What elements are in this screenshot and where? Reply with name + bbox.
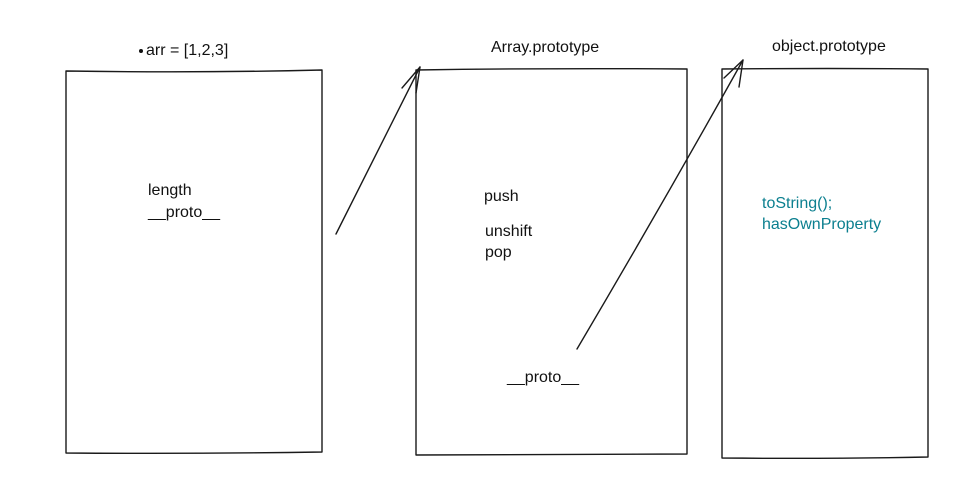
object-method-hasownproperty: hasOwnProperty (762, 216, 882, 233)
array-method-push: push (484, 188, 519, 205)
proto-arrow-instance-to-array (335, 66, 421, 235)
instance-property-proto: __proto__ (148, 204, 221, 221)
bullet-dot-icon (139, 49, 143, 53)
instance-title: arr = [1,2,3] (146, 42, 229, 59)
array-prototype-proto-label: __proto__ (507, 369, 580, 386)
array-prototype-box (415, 67, 688, 456)
array-method-pop: pop (485, 244, 512, 261)
instance-box (65, 69, 323, 455)
instance-property-length: length (148, 182, 192, 199)
proto-arrow-array-to-object (576, 59, 744, 350)
array-method-unshift: unshift (485, 223, 533, 240)
array-prototype-title: Array.prototype (491, 39, 600, 56)
object-method-tostring: toString(); (762, 195, 833, 212)
object-prototype-title: object.prototype (772, 38, 886, 55)
object-prototype-box (721, 67, 929, 460)
